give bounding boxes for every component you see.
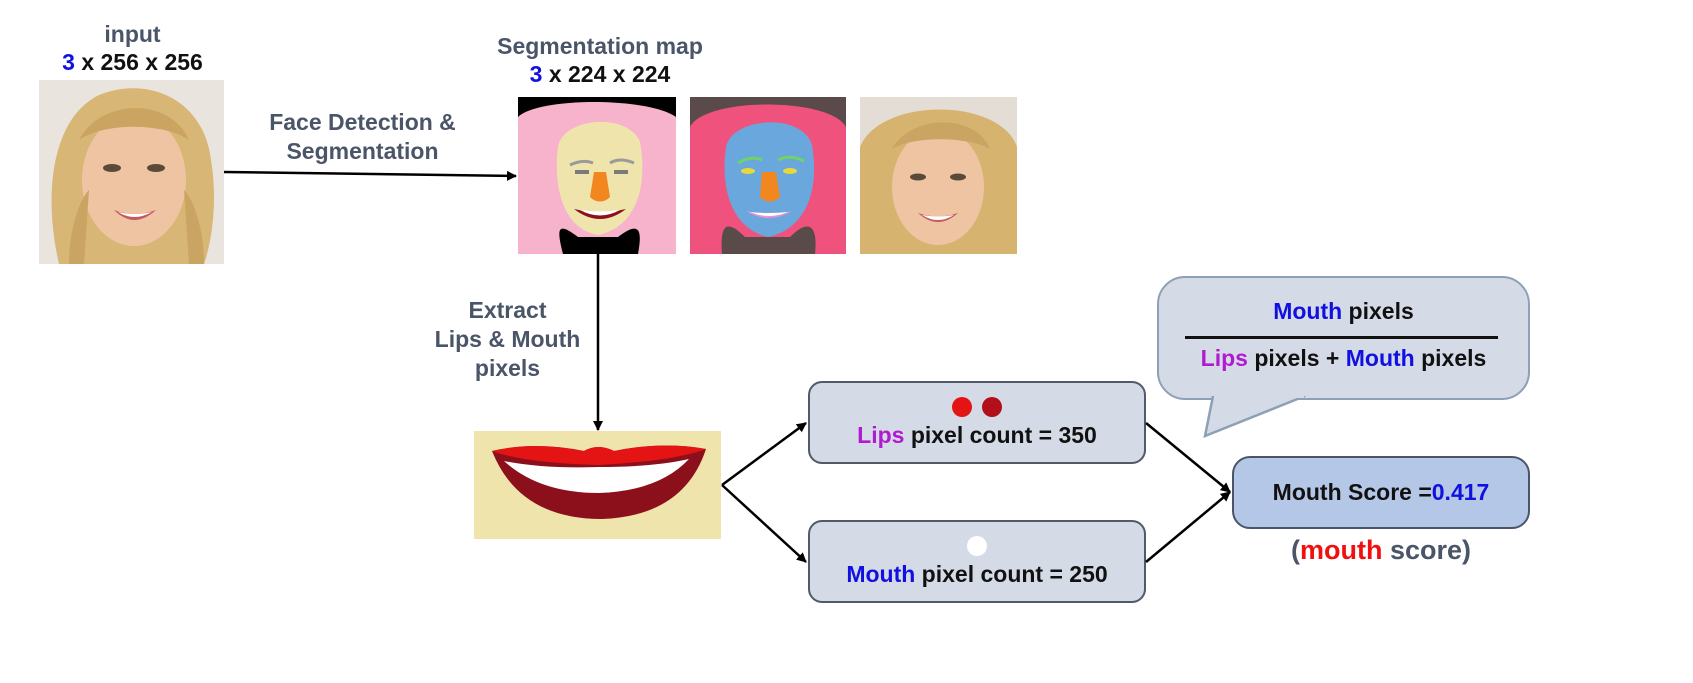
lips-dots bbox=[947, 396, 1007, 422]
arrow-mouth-to-mouthbox bbox=[721, 484, 807, 563]
arrow-mouthbox-to-score bbox=[1145, 491, 1231, 563]
mouth-crop-image bbox=[474, 431, 721, 539]
formula-den-mid: pixels + bbox=[1247, 345, 1346, 371]
lips-count-box: Lips pixel count = 350 bbox=[808, 381, 1146, 464]
mouth-score-caption: (mouth score) bbox=[1232, 535, 1530, 566]
mouth-score-box: Mouth Score = 0.417 bbox=[1232, 456, 1530, 529]
face-detection-line2: Segmentation bbox=[286, 138, 439, 164]
segmentation-dims-rest: x 224 x 224 bbox=[542, 61, 671, 87]
caption-open: ( bbox=[1290, 535, 1300, 565]
extract-line1: Extract bbox=[468, 297, 547, 323]
formula-num-rest: pixels bbox=[1342, 298, 1414, 324]
input-title-block: input 3 x 256 x 256 bbox=[40, 20, 225, 76]
face-detection-line1: Face Detection & bbox=[269, 109, 456, 135]
input-title: input bbox=[104, 21, 161, 47]
mouth-count-box: Mouth pixel count = 250 bbox=[808, 520, 1146, 603]
input-face-image bbox=[39, 80, 224, 264]
arrow-mouth-to-lips bbox=[721, 421, 807, 487]
mouth-dots bbox=[962, 535, 992, 561]
arrow-input-to-seg bbox=[223, 170, 517, 181]
segmentation-overlay-image bbox=[690, 97, 846, 254]
segmentation-map-image bbox=[518, 97, 676, 254]
formula-num-mouth: Mouth bbox=[1273, 298, 1343, 324]
caption-rest: score) bbox=[1382, 535, 1472, 565]
segmentation-title: Segmentation map bbox=[497, 33, 703, 59]
lips-count-text: Lips pixel count = 350 bbox=[857, 422, 1097, 449]
formula-bubble-tail bbox=[1203, 396, 1306, 439]
segmentation-dims: 3 x 224 x 224 bbox=[480, 60, 720, 88]
lips-red-dot bbox=[952, 397, 972, 417]
segmentation-title-block: Segmentation map 3 x 224 x 224 bbox=[480, 32, 720, 88]
arrow-lips-to-score bbox=[1145, 422, 1231, 493]
extract-line2: Lips & Mouth bbox=[434, 326, 581, 352]
input-dims-channel: 3 bbox=[62, 49, 75, 75]
formula-denominator: Lips pixels + Mouth pixels bbox=[1160, 345, 1527, 372]
cropped-face-image bbox=[860, 97, 1017, 254]
segmentation-dims-channel: 3 bbox=[529, 61, 543, 87]
formula-numerator: Mouth pixels bbox=[1160, 298, 1527, 325]
mouth-word: Mouth bbox=[846, 561, 916, 587]
extract-label: Extract Lips & Mouth pixels bbox=[420, 296, 595, 383]
formula-den-mouth: Mouth bbox=[1345, 345, 1415, 371]
input-dims: 3 x 256 x 256 bbox=[40, 48, 225, 76]
mouth-count-rest: pixel count = 250 bbox=[915, 561, 1108, 587]
formula-den-lips: Lips bbox=[1200, 345, 1248, 371]
caption-mouth-word: mouth bbox=[1299, 535, 1383, 565]
lips-word: Lips bbox=[857, 422, 905, 448]
formula-den-rest: pixels bbox=[1414, 345, 1487, 371]
mouth-count-text: Mouth pixel count = 250 bbox=[846, 561, 1107, 588]
input-dims-rest: x 256 x 256 bbox=[74, 49, 203, 75]
lips-count-rest: pixel count = 350 bbox=[904, 422, 1097, 448]
mouth-white-dot bbox=[967, 536, 987, 556]
face-detection-label: Face Detection & Segmentation bbox=[250, 108, 475, 166]
fraction-bar bbox=[1185, 336, 1498, 339]
extract-line3: pixels bbox=[474, 355, 541, 381]
mouth-score-value: 0.417 bbox=[1431, 479, 1490, 505]
mouth-score-label: Mouth Score = bbox=[1272, 479, 1432, 505]
lips-darkred-dot bbox=[982, 397, 1002, 417]
